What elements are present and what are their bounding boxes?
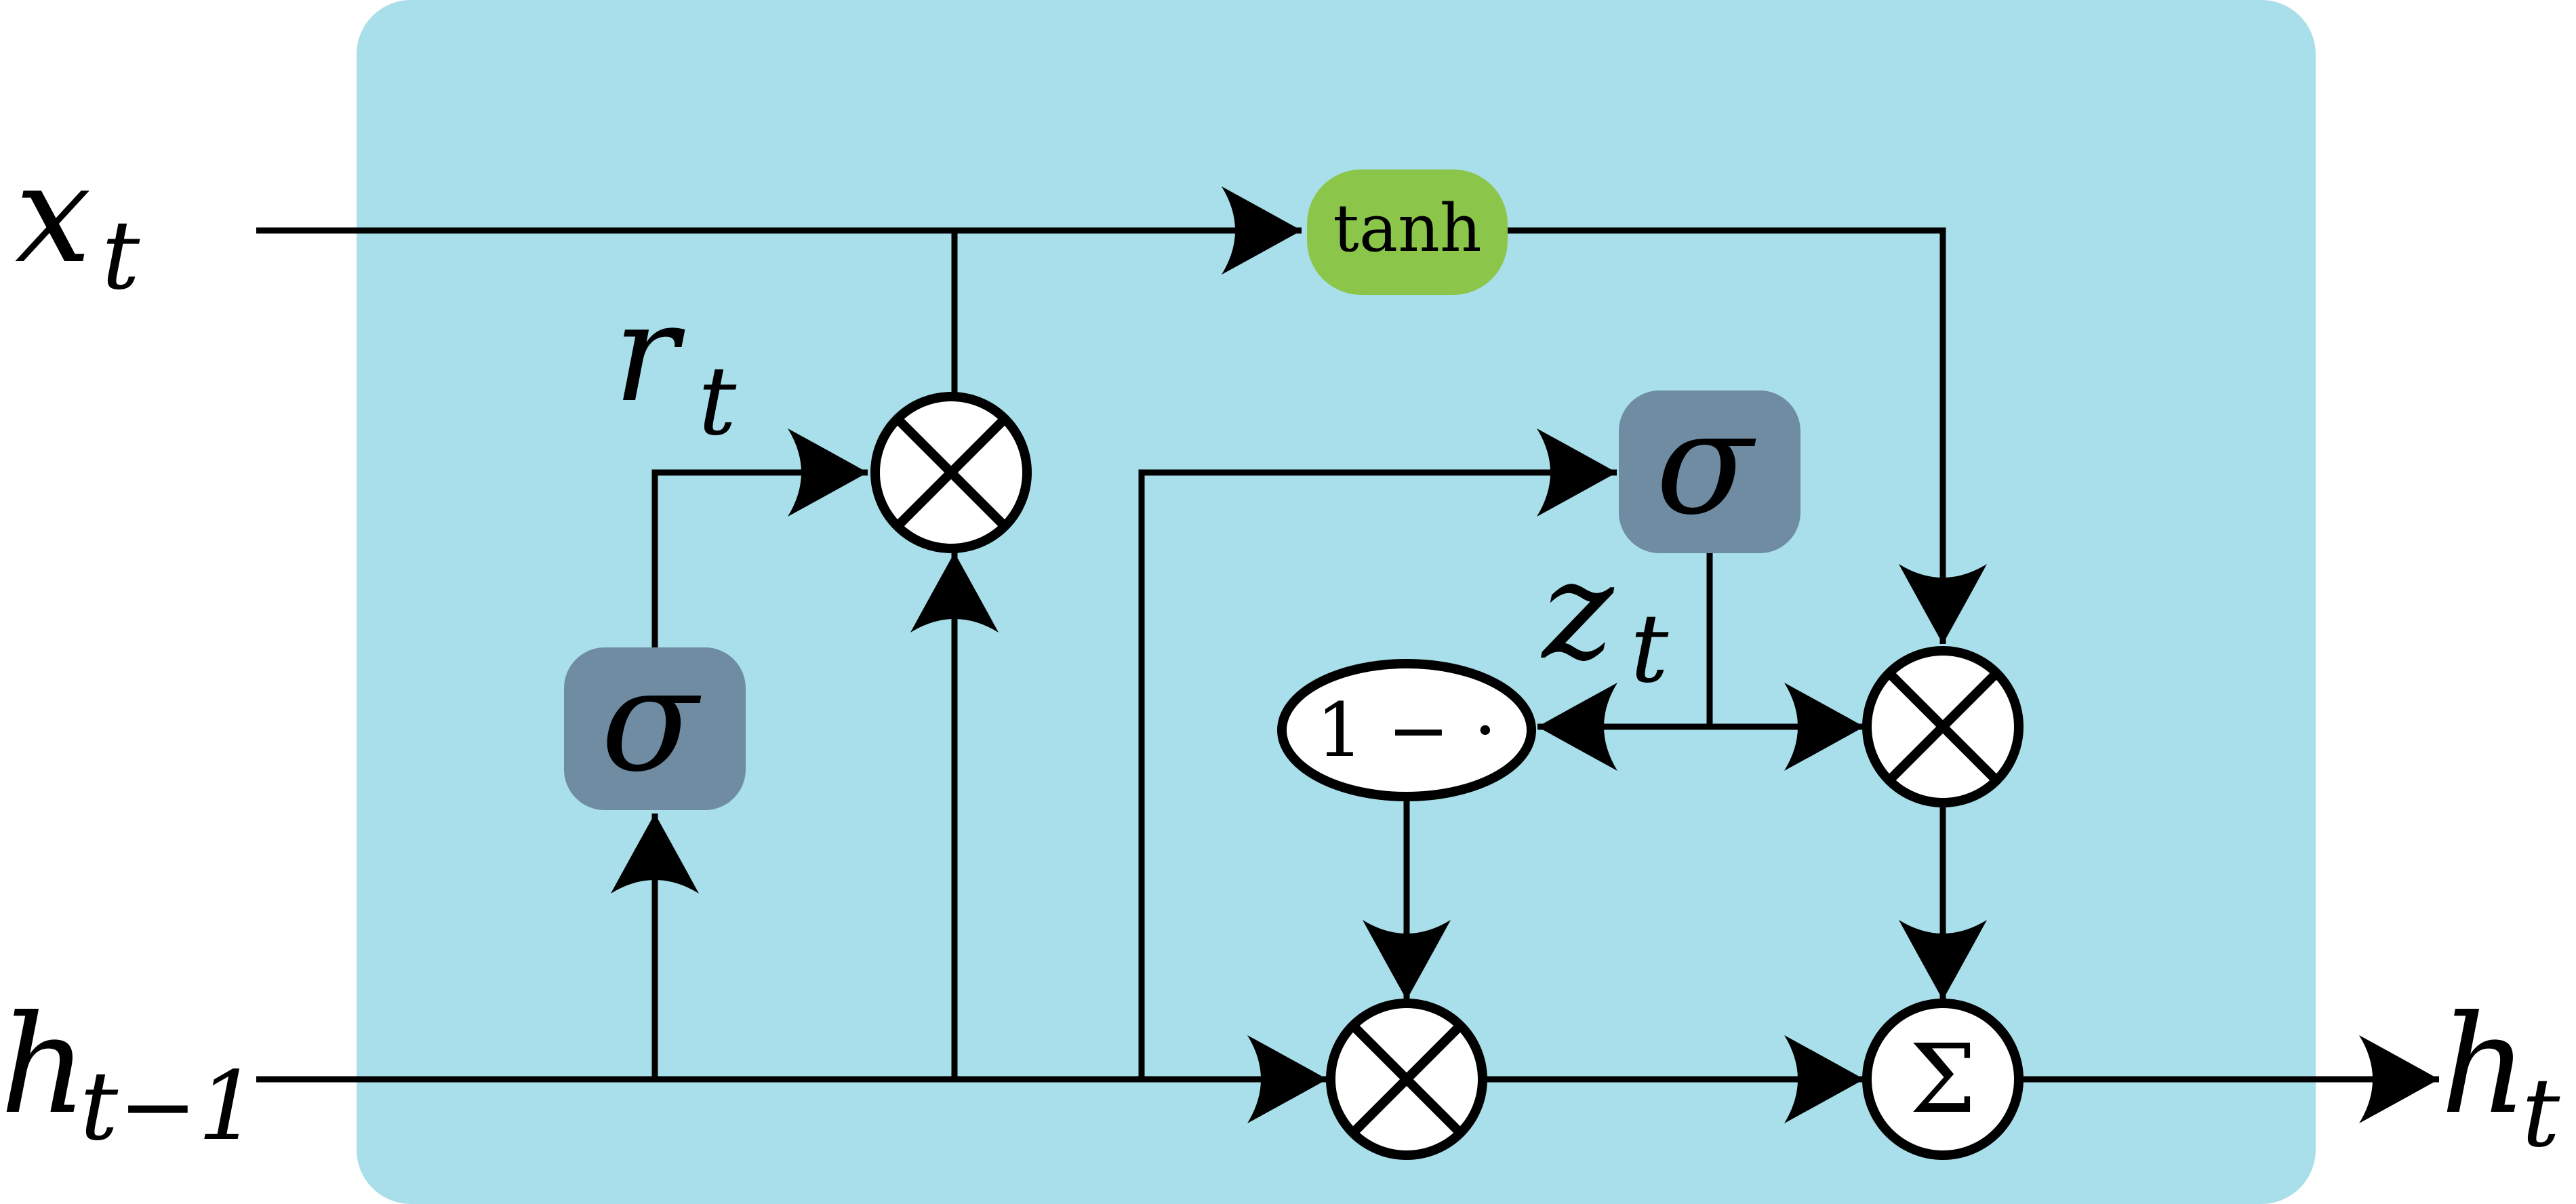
label-h-prev: h t−1 bbox=[0, 986, 258, 1162]
wires bbox=[256, 186, 2439, 1123]
one-minus-node: 1 − · bbox=[1277, 659, 1536, 801]
sigma-update-gate: σ bbox=[1619, 380, 1800, 553]
update-multiply-node bbox=[1862, 646, 2024, 807]
multiply-icon bbox=[894, 416, 1008, 529]
label-x-t: x t bbox=[15, 136, 140, 311]
label-h-t-base: h bbox=[2440, 986, 2528, 1144]
cell-background bbox=[357, 0, 2316, 1204]
label-h-prev-base: h bbox=[0, 986, 87, 1144]
multiply-icon bbox=[1350, 1022, 1464, 1136]
label-h-prev-sub: t−1 bbox=[80, 1051, 258, 1162]
tanh-gate: tanh bbox=[1307, 169, 1508, 295]
label-h-t-sub: t bbox=[2522, 1058, 2560, 1169]
sum-icon: Σ bbox=[1910, 1024, 1977, 1135]
label-z-t: z t bbox=[1541, 532, 1669, 704]
hidden-multiply-node bbox=[1326, 999, 1487, 1160]
sigma-reset-gate: σ bbox=[564, 637, 746, 810]
label-h-t: h t bbox=[2440, 986, 2560, 1169]
reset-multiply-node bbox=[870, 392, 1032, 553]
label-x-t-base: x bbox=[15, 136, 92, 294]
multiply-icon bbox=[1886, 670, 2000, 784]
label-z-t-sub: t bbox=[1630, 594, 1669, 704]
tanh-label: tanh bbox=[1333, 190, 1481, 266]
wire-tanh-to-multiply-top bbox=[1506, 227, 1987, 644]
label-x-t-sub: t bbox=[102, 201, 140, 311]
label-r-t: r t bbox=[613, 275, 737, 457]
label-r-t-sub: t bbox=[698, 346, 737, 457]
sum-node: Σ bbox=[1862, 999, 2024, 1160]
wire-hprev-to-sigma-update bbox=[1138, 428, 1617, 1079]
label-r-t-base: r bbox=[613, 275, 685, 433]
sigma-update-label: σ bbox=[1655, 380, 1756, 546]
sigma-reset-label: σ bbox=[601, 637, 702, 803]
one-minus-label: 1 − · bbox=[1316, 687, 1497, 774]
wire-sigma-reset-to-multiply bbox=[651, 428, 868, 647]
label-z-t-base: z bbox=[1541, 532, 1615, 690]
